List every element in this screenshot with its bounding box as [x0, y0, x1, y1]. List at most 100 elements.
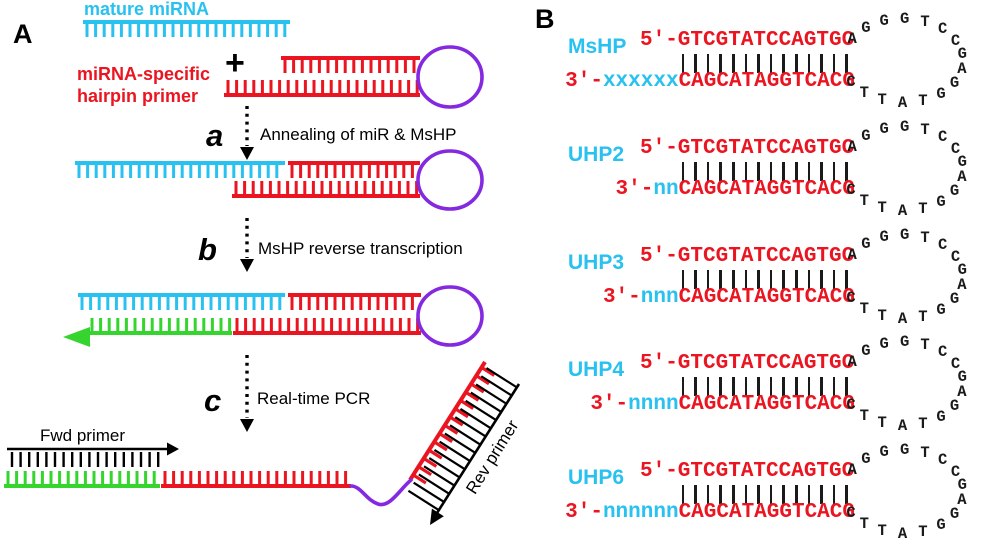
hairpin-name-label: UHP3 [568, 251, 625, 274]
loop-base: A [957, 167, 967, 186]
base-pair-bar [782, 377, 785, 396]
overhang-sequence: nnnn [628, 393, 679, 416]
base-pair-bar [845, 54, 848, 73]
base-pair-bar [832, 485, 836, 504]
step-b-letter: b [198, 232, 217, 267]
base-pair-bar [807, 270, 811, 289]
loop-base: T [859, 300, 869, 319]
three-prime-prefix: 3'- [590, 393, 629, 416]
pcr-diagonal-duplex [407, 360, 521, 525]
loop-base: A [957, 382, 967, 401]
base-pair-bar [782, 54, 785, 73]
top-strand-sequence: 5'-GTCGTATCCAGTGC [640, 352, 855, 375]
step-a-letter: a [206, 118, 223, 153]
loop-base: A [847, 137, 857, 156]
loop-base: A [847, 352, 857, 371]
loop-base: T [877, 522, 887, 541]
base-pair-bar [807, 54, 811, 73]
loop-base: G [900, 226, 910, 245]
loop-base: T [859, 84, 869, 103]
base-pair-bar [744, 162, 748, 181]
hairpin-primer-top-strand [281, 56, 420, 73]
step-b-label: MsHP reverse transcription [258, 239, 463, 258]
loop-base: T [859, 192, 869, 211]
rev-primer-arrow-line [435, 383, 521, 514]
loop-base: T [877, 307, 887, 326]
annealed-mirna-strand [75, 161, 285, 178]
hairpin-name-label: UHP2 [568, 143, 625, 166]
top-strand-sequence: 5'-GTCGTATCCAGTGC [640, 137, 855, 160]
base-pair-bar [757, 270, 760, 289]
mature-mirna-strand [83, 20, 290, 37]
loop-base: A [957, 490, 967, 509]
base-pair-bar [832, 270, 836, 289]
template-primer-strand [161, 471, 351, 488]
base-pair-bar [845, 162, 848, 181]
base-pair-bar [731, 162, 735, 181]
base-pair-bar [706, 54, 710, 73]
base-pair-bar [794, 54, 798, 73]
overhang-sequence: nnnnnn [602, 501, 679, 524]
base-pair-bar [845, 270, 848, 289]
base-pair-bar [820, 162, 823, 181]
loop-base: G [957, 368, 967, 387]
bottom-stem-sequence: CAGCATAGGTCACG [678, 286, 855, 309]
loop-base: T [920, 443, 930, 462]
loop-base: T [918, 199, 928, 218]
base-pair-bar [769, 377, 773, 396]
loop-base: G [936, 300, 946, 319]
base-pair-bar [731, 377, 735, 396]
loop-base: G [861, 18, 871, 37]
base-pair-bar [706, 270, 710, 289]
loop-base: A [847, 29, 857, 48]
hairpin-name-label: UHP4 [568, 358, 625, 381]
overhang-sequence: xxxxxx [602, 70, 679, 93]
loop-base: C [950, 31, 961, 50]
base-pair-bar [719, 485, 722, 504]
base-pair-bar [719, 377, 722, 396]
loop-base: G [879, 120, 889, 139]
base-pair-bar [794, 162, 798, 181]
loop-base: T [918, 91, 928, 110]
loop-base: C [846, 180, 856, 199]
cdna-arrowhead [63, 327, 90, 347]
base-pair-bar [807, 485, 811, 504]
three-prime-prefix: 3'- [565, 501, 603, 524]
loop-base: G [949, 73, 960, 92]
bottom-strand-sequence: 3'-nnnCAGCATAGGTCACG [603, 287, 855, 309]
base-pair-bar [719, 270, 722, 289]
loop-base: T [918, 522, 928, 541]
fwd-primer-arrow [7, 442, 179, 456]
step-c-arrow [240, 355, 254, 432]
bottom-stem-sequence: CAGCATAGGTCACG [678, 393, 855, 416]
loop-base: A [847, 460, 857, 479]
loop-base: G [879, 12, 889, 31]
loop-base: A [957, 59, 967, 78]
fwd-primer-strand [10, 452, 160, 467]
loop-base: G [936, 84, 946, 103]
loop-base: G [900, 441, 910, 460]
hairpin-primer-bottom-strand [224, 80, 420, 97]
rev-primer-arrowhead [430, 508, 444, 525]
rt-cdna-strand [88, 318, 232, 335]
base-pair-bar [694, 377, 697, 396]
loop-base: C [937, 343, 948, 362]
loop-linker-curve [349, 478, 413, 507]
hairpin-primer-label-line2: hairpin primer [77, 86, 198, 106]
hairpin-primer-label-line1: miRNA-specific [77, 64, 210, 84]
base-pair-bar [820, 54, 823, 73]
base-pair-bar [832, 54, 836, 73]
annealed-primer-bottom-strand [232, 181, 420, 198]
bottom-strand-sequence: 3'-xxxxxxCAGCATAGGTCACG [565, 71, 855, 93]
hairpin-row-UHP3: UHP3 5'-GTCGTATCCAGTGC 3'-nnnCAGCATAGGTCAC… [530, 0, 982, 548]
base-pair-bar [681, 162, 685, 181]
pcr-template-diagonal-strand [408, 360, 487, 482]
base-pair-bar [681, 54, 685, 73]
base-pair-bar [794, 270, 798, 289]
loop-base: C [950, 462, 961, 481]
